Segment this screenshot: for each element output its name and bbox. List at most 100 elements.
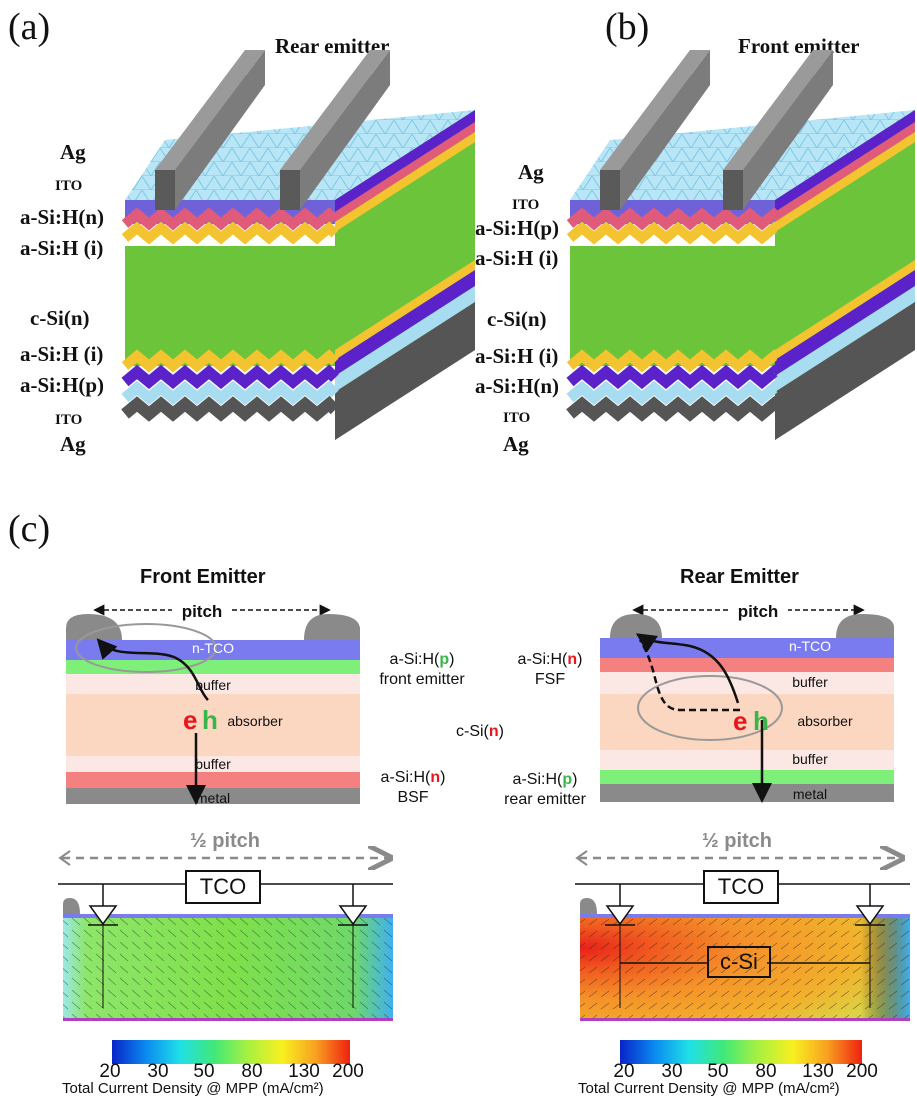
layer-n-tco: [66, 640, 360, 660]
hole-path-arrow: [96, 638, 209, 701]
front-emitter-line2: front emitter: [379, 671, 465, 688]
rear-csi-box: c-Si: [707, 946, 771, 978]
rear-electron-e: e: [733, 706, 748, 736]
panel-b-letter: (b): [605, 6, 650, 48]
panel-a-layer-i-bottom: a-Si:H (i): [20, 342, 104, 366]
layer-buffer-top: [66, 674, 360, 694]
panel-b-title: Front emitter: [738, 34, 860, 58]
panel-b-layer-ito-top: ITO: [512, 197, 540, 213]
panel-a-layer-csi: c-Si(n): [30, 306, 90, 330]
rear-emitter-title: Rear Emitter: [680, 566, 799, 588]
front-current-density-map: [58, 883, 393, 1021]
rear-current-density-map: [575, 883, 910, 1021]
panel-b-layer-ag-top: Ag: [518, 160, 544, 184]
front-layer-buffer-bottom-label: buffer: [195, 756, 231, 772]
front-half-pitch-label: ½ pitch: [189, 830, 260, 852]
contact-left: [63, 898, 80, 914]
front-layer-absorber-label: absorber: [227, 713, 283, 729]
front-hole-h: h: [202, 705, 218, 735]
rear-layer-absorber-label: absorber: [797, 713, 853, 729]
front-emitter-suffix: ): [449, 651, 455, 668]
panel-a-layer-ag-bottom: Ag: [60, 432, 86, 456]
center-csi-dopant: n: [488, 723, 499, 740]
collection-region-ellipse: [75, 623, 217, 673]
rear-layer-metal-label: metal: [792, 786, 828, 802]
front-bsf-suffix: ): [440, 769, 446, 786]
panel-a-layer-i-top: a-Si:H (i): [20, 236, 104, 260]
panel-b-layer-p: a-Si:H(p): [475, 216, 559, 240]
front-bsf-side-label: a-Si:H(n) BSF: [358, 768, 468, 808]
front-tick-20: 20: [99, 1061, 121, 1082]
layer-n-fsf: [600, 658, 894, 672]
rear-fsf-side-label: a-Si:H(n) FSF: [500, 650, 600, 690]
rear-fsf-prefix: a-Si:H(: [517, 651, 568, 668]
front-emitter-side-label: a-Si:H(p) front emitter: [362, 650, 482, 690]
rear-tick-30: 30: [661, 1061, 683, 1082]
front-emitter-schematic: [66, 604, 360, 805]
diode-right: [855, 884, 885, 1008]
panel-a-layer-ito-bottom: ITO: [55, 412, 83, 428]
front-contact-finger-2: [723, 50, 833, 210]
rear-half-pitch-arrow: [575, 846, 910, 870]
front-tick-200: 200: [332, 1061, 364, 1082]
rear-tick-130: 130: [802, 1061, 834, 1082]
rear-half-pitch-label: ½ pitch: [701, 830, 772, 852]
panel-b-layer-n: a-Si:H(n): [475, 374, 559, 398]
contact-left: [66, 614, 122, 640]
diode-left: [88, 884, 118, 1008]
front-tick-130: 130: [288, 1061, 320, 1082]
layer-p-emitter: [600, 770, 894, 784]
collection-region-ellipse: [637, 675, 783, 741]
rear-fsf-dopant: n: [567, 651, 578, 668]
rear-hole-h: h: [753, 706, 769, 736]
panel-a-cell-illustration: [121, 50, 475, 440]
panel-b-layer-i-bottom: a-Si:H (i): [475, 344, 559, 368]
front-contact-finger-1: [600, 50, 710, 210]
front-colorbar-caption: Total Current Density @ MPP (mA/cm²): [62, 1080, 324, 1097]
front-layer-buffer-top-label: buffer: [195, 677, 231, 693]
front-bsf-prefix: a-Si:H(: [380, 769, 431, 786]
rear-emitter-line2: rear emitter: [504, 791, 586, 808]
layer-absorber: [66, 694, 360, 756]
rear-tick-20: 20: [613, 1061, 635, 1082]
layer-metal: [600, 784, 894, 802]
panel-a-letter: (a): [8, 6, 51, 48]
center-csi-prefix: c-Si(: [456, 723, 489, 740]
electron-path-arrow: [635, 633, 740, 704]
front-emitter-prefix: a-Si:H(: [389, 651, 440, 668]
contact-left: [580, 898, 597, 914]
layer-absorber: [600, 694, 894, 750]
front-electron-e: e: [183, 705, 198, 735]
rear-tick-80: 80: [755, 1061, 777, 1082]
rear-fsf-suffix: ): [577, 651, 583, 668]
rear-emitter-suffix: ): [572, 771, 578, 788]
panel-b-layer-ito-bottom: ITO: [503, 410, 531, 426]
contact-right: [836, 614, 894, 638]
rear-emitter-dopant: p: [562, 771, 573, 788]
diode-left: [605, 884, 635, 1008]
rear-layer-buffer-bottom-label: buffer: [792, 751, 828, 767]
contact-right: [304, 614, 360, 640]
rear-emitter-side-label: a-Si:H(p) rear emitter: [490, 770, 600, 810]
layer-metal: [66, 788, 360, 804]
rear-layer-buffer-top-label: buffer: [792, 674, 828, 690]
panel-a-layer-ag-top: Ag: [60, 140, 86, 164]
center-csi-label: c-Si(n): [440, 722, 520, 742]
front-emitter-dopant: p: [439, 651, 450, 668]
layer-buffer-top: [600, 672, 894, 694]
panel-b-layer-ag-bottom: Ag: [503, 432, 529, 456]
dashed-transport-path: [638, 639, 740, 712]
contact-left: [610, 614, 662, 638]
panel-b-layer-i-top: a-Si:H (i): [475, 246, 559, 270]
front-colorbar: [112, 1040, 350, 1064]
diode-right: [338, 884, 368, 1008]
front-bsf-dopant: n: [430, 769, 441, 786]
front-layer-metal-label: metal: [195, 790, 231, 806]
front-tco-box: TCO: [185, 870, 261, 904]
front-contact-finger-1: [155, 50, 265, 210]
panel-b-layer-csi: c-Si(n): [487, 307, 547, 331]
panel-a-layer-n: a-Si:H(n): [20, 205, 104, 229]
rear-tick-200: 200: [846, 1061, 878, 1082]
rear-tco-box: TCO: [703, 870, 779, 904]
front-half-pitch-arrow: [58, 846, 398, 870]
